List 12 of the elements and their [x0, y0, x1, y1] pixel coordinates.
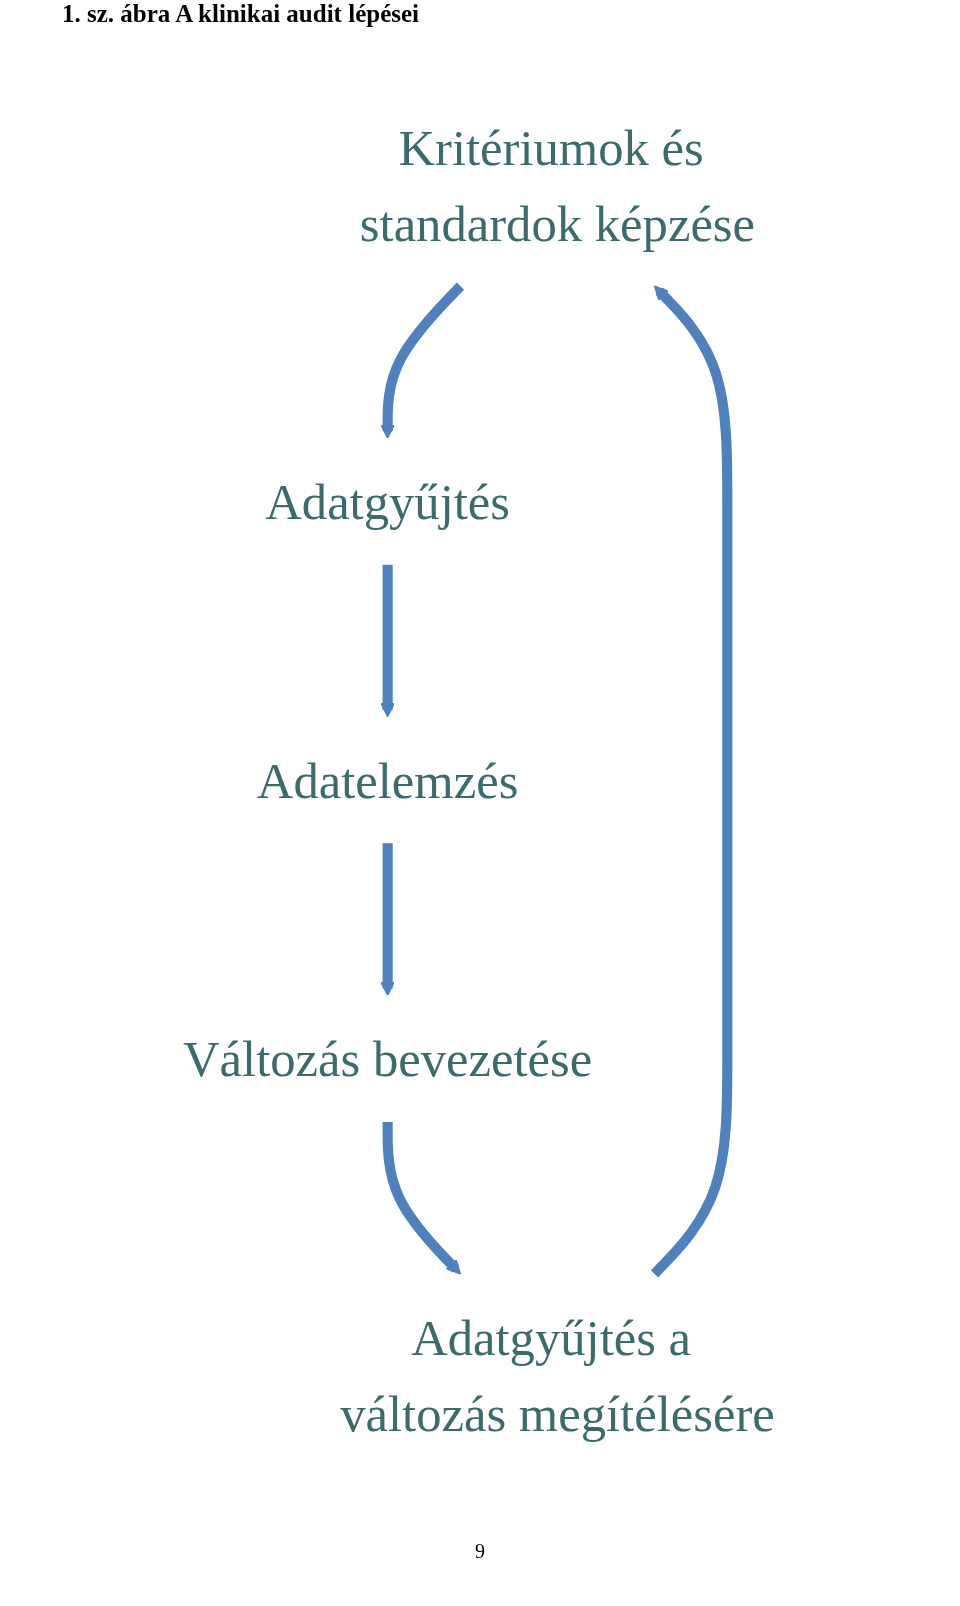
arrow: [380, 843, 396, 996]
node-text: Adatgyűjtés a változás megítélésére: [340, 1309, 775, 1442]
node-text: Változás bevezetése: [183, 1030, 593, 1087]
node-text: Kritériumok és standardok képzése: [359, 118, 756, 251]
node-text: Adatelemzés: [256, 752, 519, 808]
arrow: [380, 282, 465, 439]
arrow: [650, 285, 733, 1278]
diagram-title: 1. sz. ábra A klinikai audit lépései: [62, 0, 419, 28]
arrow: [380, 564, 396, 718]
page-number: 9: [475, 1540, 485, 1563]
node-text: Adatgyűjtés: [265, 473, 511, 530]
arrow: [382, 1121, 462, 1275]
